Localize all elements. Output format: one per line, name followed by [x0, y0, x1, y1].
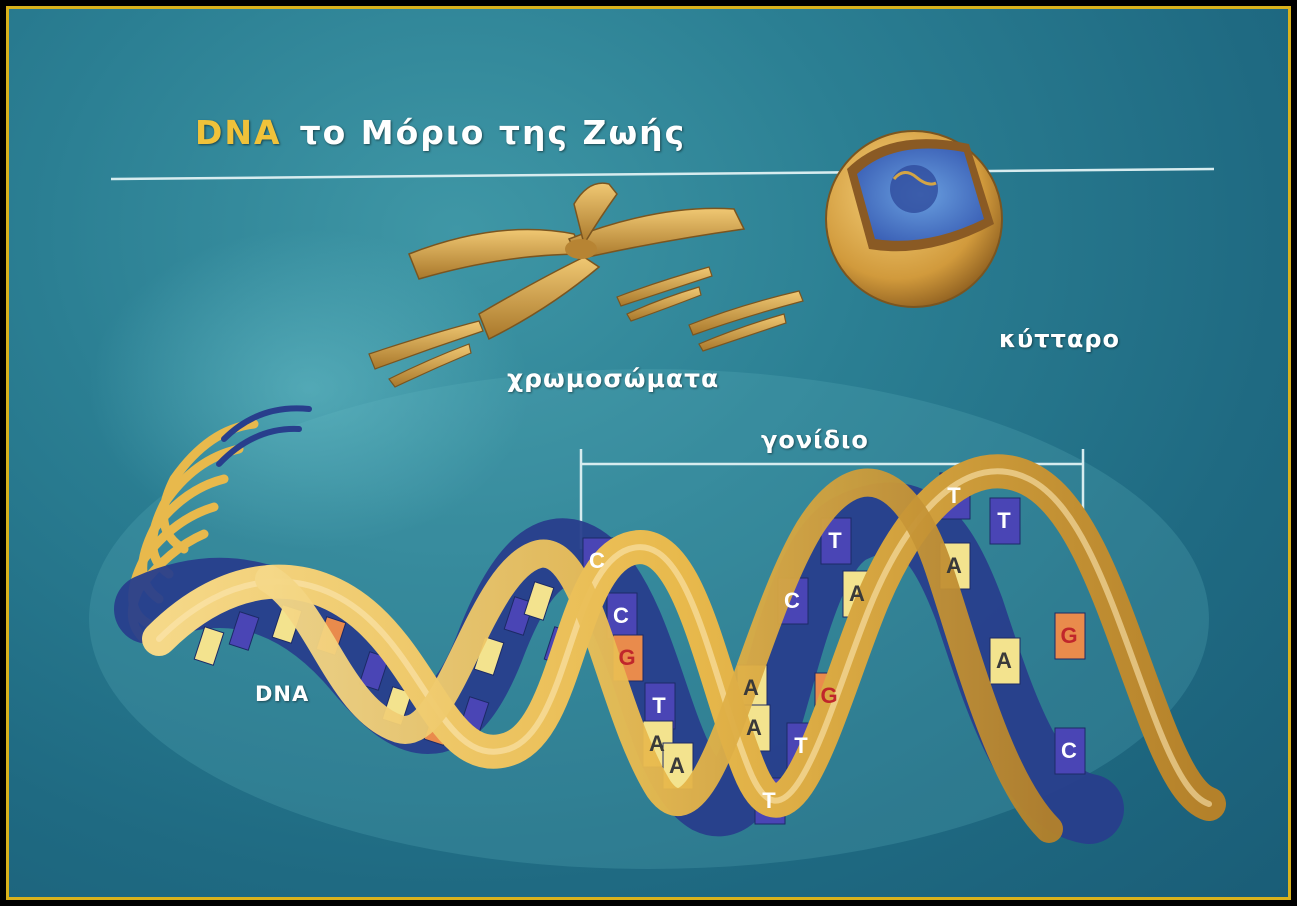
base-letter-3: T — [652, 693, 666, 718]
page-title: DNA το Μόριο της Ζωής — [195, 113, 686, 152]
base-letter-7: A — [746, 715, 762, 740]
base-letter-6: A — [743, 675, 759, 700]
chromosome-small-3 — [689, 291, 803, 351]
title-highlight: DNA — [195, 113, 282, 152]
base-letter-4: A — [649, 731, 665, 756]
base-letter-19: C — [1061, 738, 1077, 763]
dna-label: DNA — [255, 682, 309, 706]
base-letter-12: T — [828, 528, 842, 553]
base-letter-13: A — [849, 581, 865, 606]
base-letter-2: G — [618, 645, 635, 670]
base-letter-16: T — [997, 508, 1011, 533]
base-letter-5: A — [669, 753, 685, 778]
base-letter-15: A — [946, 553, 962, 578]
gene-label: γονίδιο — [761, 426, 869, 454]
chromosome-small-2 — [617, 267, 712, 321]
base-letter-14: T — [947, 483, 961, 508]
cell-label: κύτταρο — [999, 325, 1120, 353]
base-letter-10: C — [784, 588, 800, 613]
base-letter-18: G — [1060, 623, 1077, 648]
diagram-frame: CCGTAAAATTCGTATATAGC DNAτο Μόριο της Ζωή… — [6, 6, 1291, 900]
cell — [826, 131, 1002, 307]
title-text: το Μόριο της Ζωής — [300, 113, 687, 152]
chromosomes-label: χρωμοσώματα — [507, 364, 719, 393]
base-letter-1: C — [613, 603, 629, 628]
background-glow — [89, 229, 529, 549]
base-letter-0: C — [589, 548, 605, 573]
base-letter-9: T — [794, 733, 808, 758]
base-letter-17: A — [996, 648, 1012, 673]
base-letter-11: G — [820, 683, 837, 708]
base-letter-8: T — [762, 788, 776, 813]
title-underline — [111, 169, 1214, 179]
